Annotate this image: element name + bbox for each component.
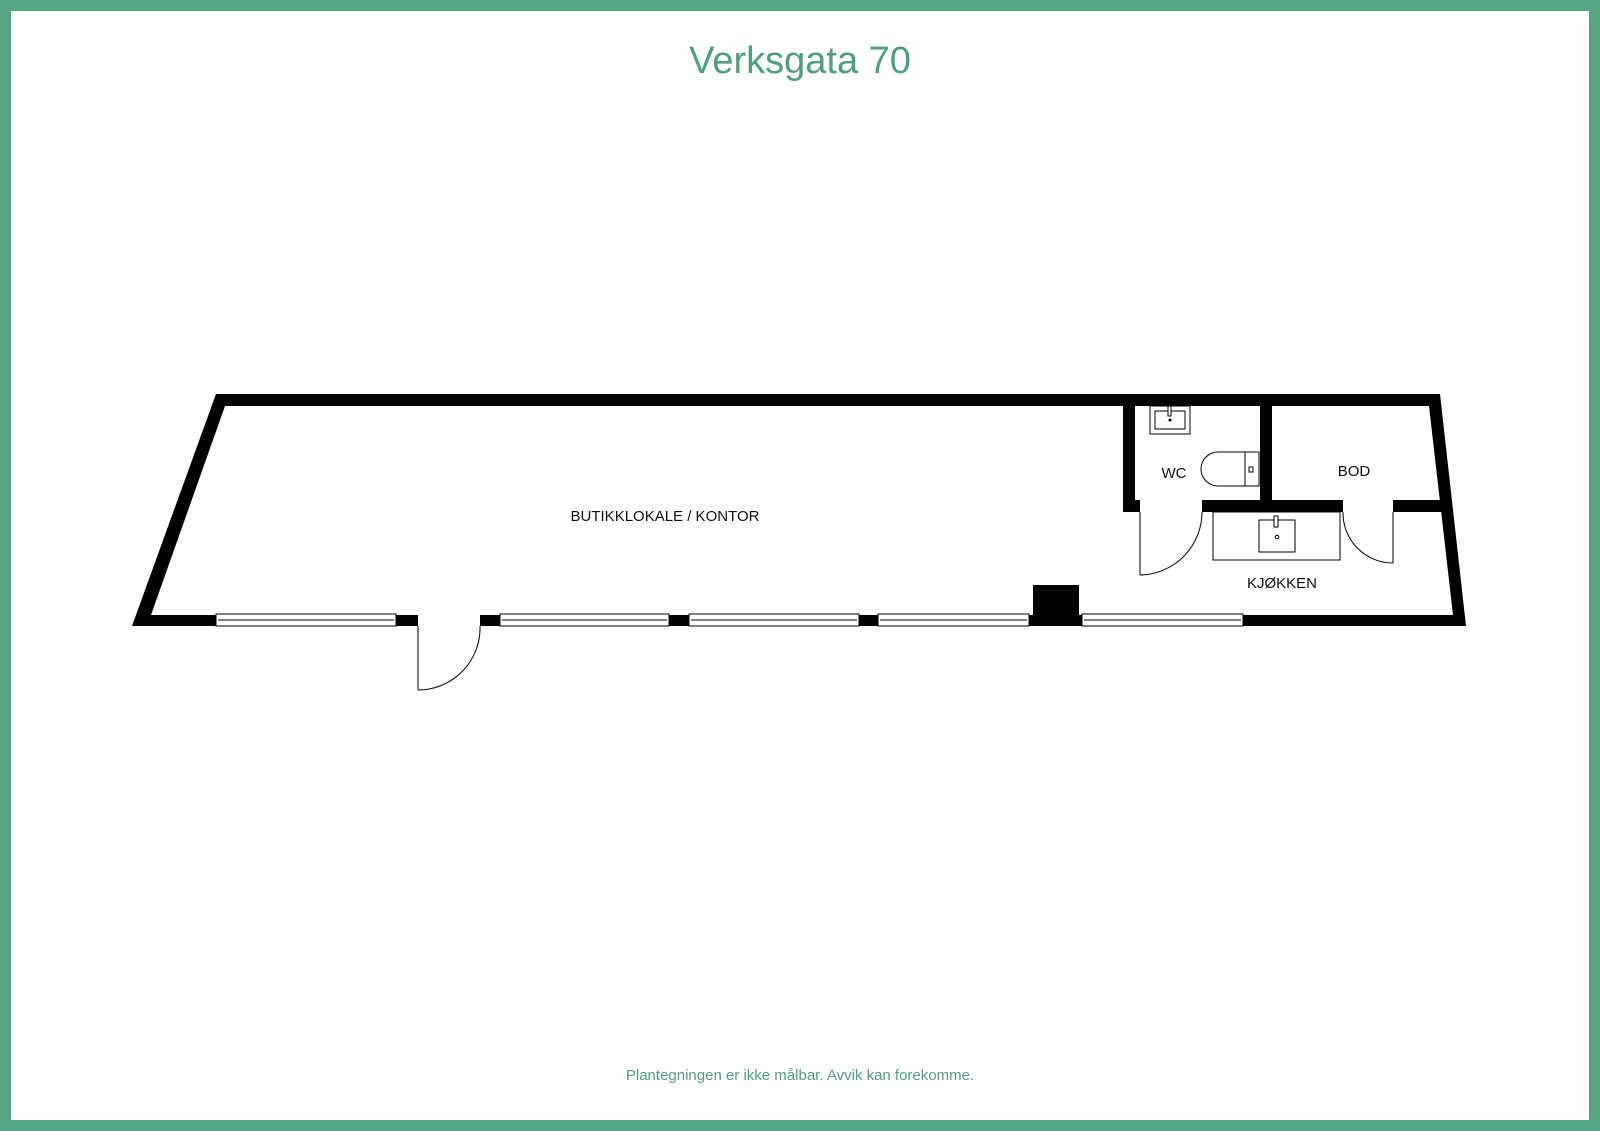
room-label-main: BUTIKKLOKALE / KONTOR: [571, 508, 760, 525]
room-label-kitchen: KJØKKEN: [1247, 575, 1317, 592]
window: [877, 613, 1030, 627]
entrance-door: [417, 614, 481, 691]
room-label-wc: WC: [1162, 465, 1187, 482]
toilet: [1200, 451, 1260, 487]
windows: [215, 613, 1244, 627]
wc-sink: [1149, 405, 1191, 435]
wc-door: [1139, 511, 1203, 576]
column: [1033, 585, 1079, 626]
bod-door: [1342, 511, 1394, 564]
kitchen-counter: [1212, 511, 1341, 561]
disclaimer-text: Plantegningen er ikke målbar. Avvik kan …: [625, 1067, 975, 1084]
window: [499, 613, 670, 627]
window: [688, 613, 860, 627]
page-title: Verksgata 70: [689, 40, 911, 82]
room-label-bod: BOD: [1338, 463, 1371, 480]
window: [1081, 613, 1244, 627]
window: [215, 613, 397, 627]
